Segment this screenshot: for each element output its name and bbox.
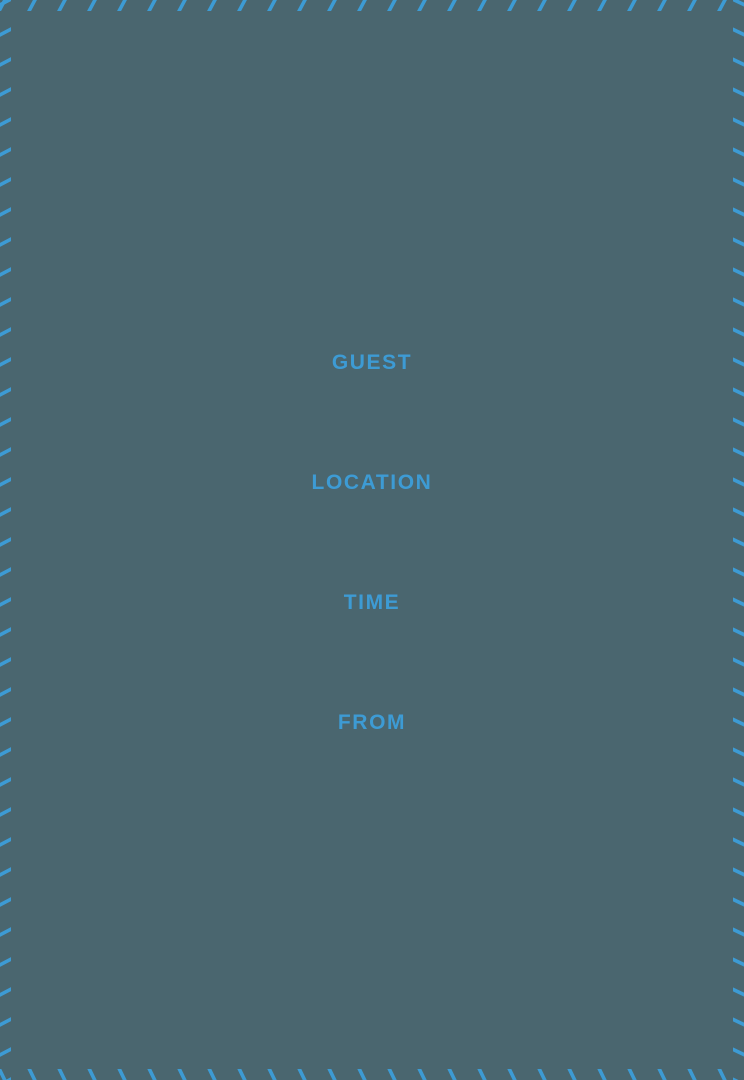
field-label: GUEST: [331, 351, 413, 374]
form-field-from[interactable]: FROM: [0, 711, 744, 735]
field-label: TIME: [343, 591, 401, 614]
form-field-location[interactable]: LOCATION: [0, 471, 744, 495]
field-label: LOCATION: [311, 471, 433, 494]
form-field-time[interactable]: TIME: [0, 591, 744, 615]
form-field-guest[interactable]: GUEST: [0, 351, 744, 375]
field-label: FROM: [337, 711, 407, 734]
